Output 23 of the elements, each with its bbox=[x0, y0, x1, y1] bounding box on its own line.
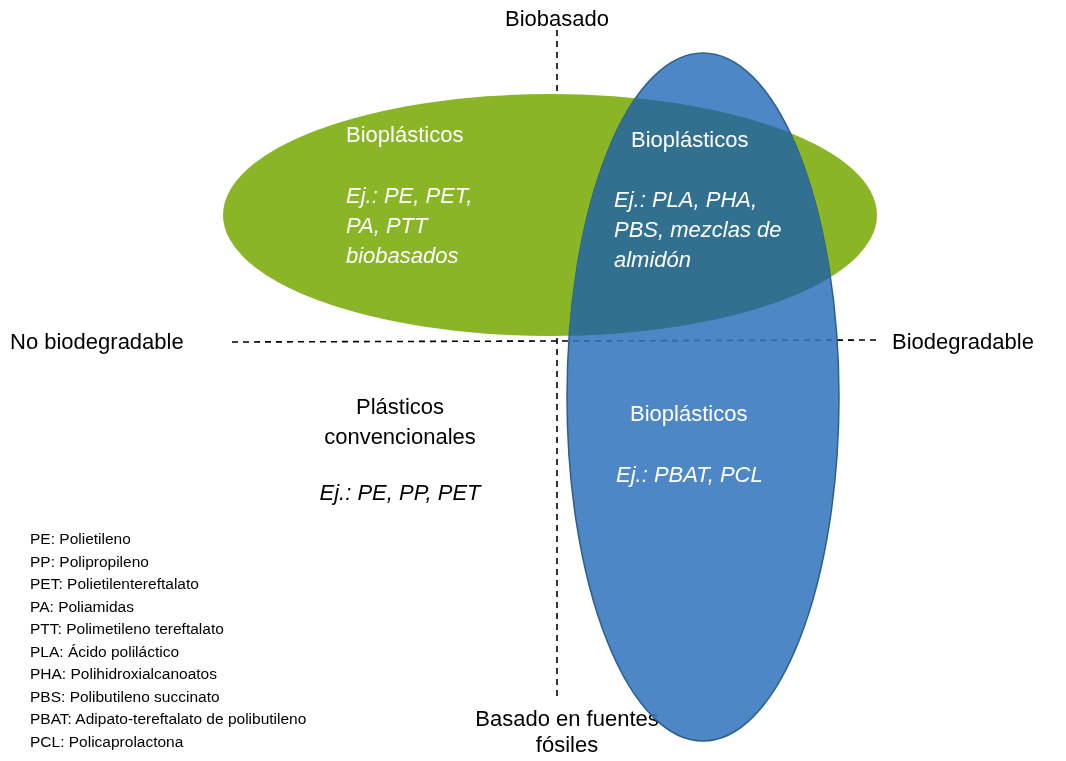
example-text: Ej.: PBAT, PCL bbox=[616, 461, 764, 489]
category-label: Bioplásticos bbox=[346, 121, 465, 149]
abbreviation-note: PLA: Ácido poliláctico bbox=[30, 641, 180, 662]
axis-label: No biodegradable bbox=[10, 328, 184, 356]
ellipse-region bbox=[567, 97, 831, 337]
abbreviation-note: PA: Poliamidas bbox=[30, 596, 134, 617]
example-text: Ej.: PLA, PHA, PBS, mezclas de almidón bbox=[614, 186, 782, 274]
abbreviation-note: PHA: Polihidroxialcanoatos bbox=[30, 664, 217, 684]
axis-label: Biodegradable bbox=[892, 328, 1034, 356]
example-text: Ej.: PE, PET, PA, PTT biobasados bbox=[346, 182, 474, 270]
category-label: Bioplásticos bbox=[631, 126, 750, 154]
example-text: Ej.: PE, PP, PET bbox=[318, 479, 483, 507]
abbreviation-note: PBAT: Adipato-tereftalato de polibutileno bbox=[30, 709, 307, 729]
category-label: Bioplásticos bbox=[630, 400, 749, 428]
abbreviation-note: PE: Polietileno bbox=[30, 529, 131, 549]
axis-label: Biobasado bbox=[504, 5, 610, 33]
abbreviation-note: PCL: Policaprolactona bbox=[30, 731, 184, 752]
category-label: Plásticos convencionales bbox=[323, 393, 477, 451]
abbreviation-note: PET: Polietilentereftalato bbox=[30, 574, 199, 594]
abbreviation-note: PBS: Polibutileno succinato bbox=[30, 686, 220, 707]
axis-label: Basado en fuentes fósiles bbox=[474, 706, 660, 758]
abbreviation-note: PTT: Polimetileno tereftalato bbox=[30, 619, 224, 639]
abbreviation-note: PP: Polipropileno bbox=[30, 551, 149, 572]
